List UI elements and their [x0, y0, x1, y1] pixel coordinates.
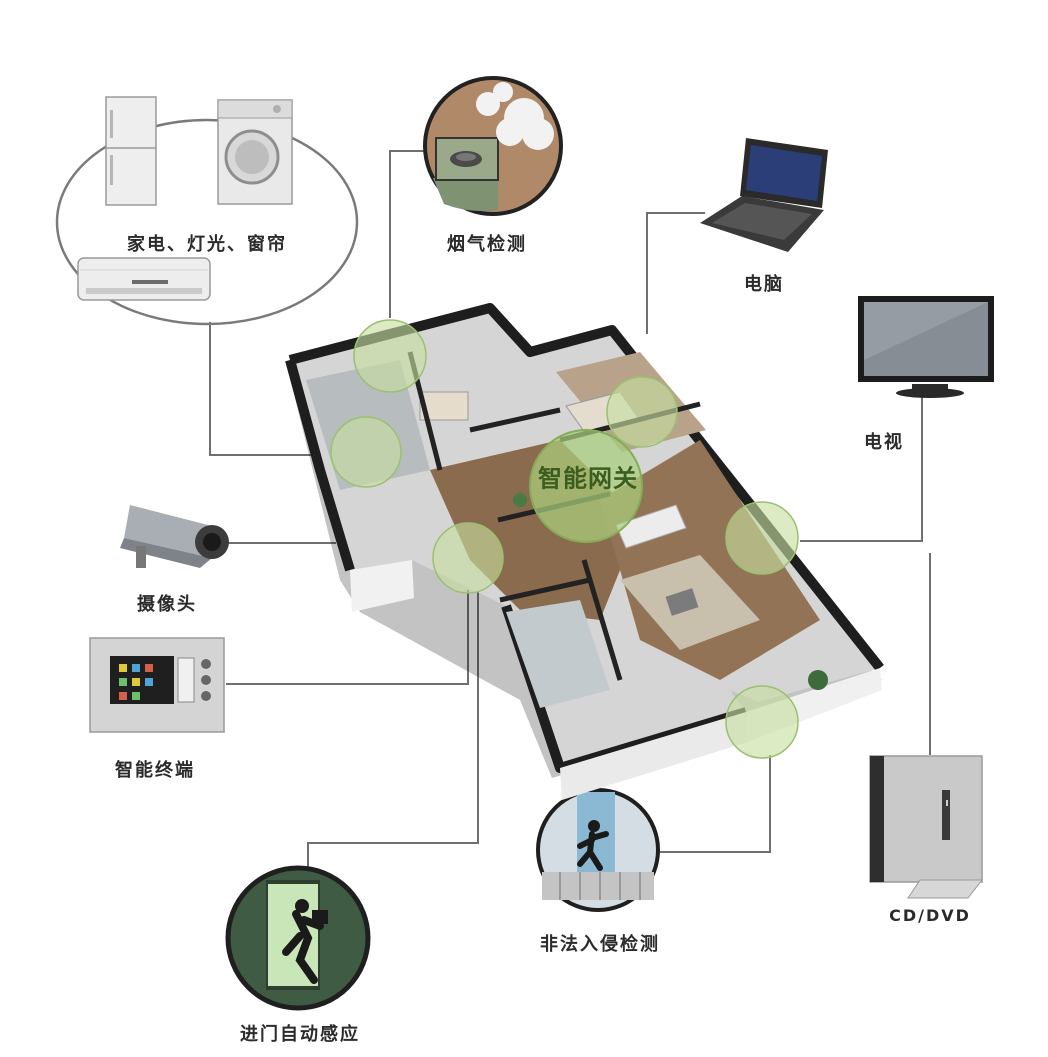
dvd-player-icon	[869, 755, 984, 899]
tv-label: 电视	[864, 432, 904, 453]
door-sensor-icon	[225, 865, 371, 1011]
connector-appliances	[209, 322, 330, 456]
laptop-icon	[700, 138, 828, 252]
appliances-label: 家电、灯光、窗帘	[127, 234, 287, 255]
sensor-laptop	[606, 376, 678, 448]
connector-lines	[209, 150, 931, 870]
dvd-label: CD/DVD	[889, 906, 971, 925]
hub-circle	[529, 429, 643, 543]
connector-laptop	[646, 212, 705, 334]
air-conditioner-icon	[77, 257, 211, 301]
tv-icon	[858, 296, 994, 398]
sensor-markers	[330, 319, 799, 759]
gas-detection-icon	[423, 76, 563, 216]
intrusion-detection-label: 非法入侵检测	[540, 934, 660, 955]
laptop-label: 电脑	[744, 274, 784, 295]
fridge-icon	[105, 96, 157, 206]
hub-label: 智能网关	[538, 464, 638, 493]
sensor-door	[432, 522, 504, 594]
connector-terminal	[226, 590, 469, 685]
sensor-intrusion	[725, 685, 799, 759]
camera-icon	[120, 505, 229, 568]
appliances-oval	[55, 118, 359, 326]
connector-tv	[800, 393, 923, 542]
connector-door	[307, 590, 479, 870]
smart-terminal-icon	[89, 637, 225, 733]
sensor-tv	[725, 501, 799, 575]
gas-detection-label: 烟气检测	[447, 234, 527, 255]
intrusion-detection-icon	[536, 788, 660, 912]
connector-intrusion	[648, 755, 771, 853]
sensor-appliances	[330, 416, 402, 488]
door-sensor-label: 进门自动感应	[240, 1024, 360, 1045]
washing-machine-icon	[217, 99, 293, 205]
camera-label: 摄像头	[137, 594, 197, 615]
sensor-gas	[353, 319, 427, 393]
appliances-group	[55, 96, 359, 326]
smart-terminal-label: 智能终端	[115, 760, 195, 781]
